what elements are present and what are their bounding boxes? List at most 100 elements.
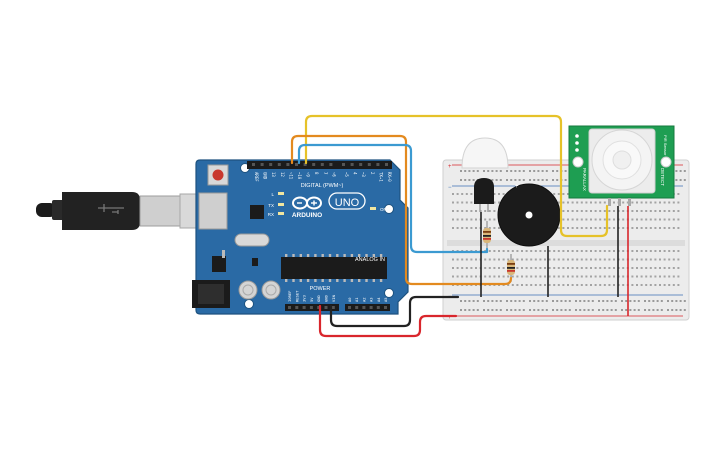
rail-hole[interactable] [460,170,462,172]
terminal-hole[interactable] [663,210,666,212]
terminal-hole[interactable] [672,267,675,269]
terminal-hole[interactable] [470,227,473,229]
rail-hole[interactable] [483,309,485,311]
terminal-hole[interactable] [640,275,643,278]
rail-hole[interactable] [491,309,494,311]
terminal-hole[interactable] [649,218,652,221]
terminal-hole[interactable] [484,227,487,229]
terminal-hole[interactable] [677,258,680,261]
terminal-hole[interactable] [571,227,574,229]
rail-hole[interactable] [483,170,485,172]
terminal-hole[interactable] [668,201,671,204]
rail-hole[interactable] [552,170,554,172]
analog-pin-hole[interactable] [376,306,380,309]
rail-hole[interactable] [510,170,513,172]
terminal-hole[interactable] [631,258,634,261]
terminal-hole[interactable] [640,210,643,212]
terminal-hole[interactable] [594,267,597,269]
terminal-hole[interactable] [580,210,583,212]
rail-hole[interactable] [579,309,582,311]
rail-hole[interactable] [545,309,548,311]
terminal-hole[interactable] [493,210,496,212]
terminal-hole[interactable] [608,267,611,269]
terminal-hole[interactable] [677,210,680,212]
terminal-hole[interactable] [649,258,652,261]
terminal-hole[interactable] [603,201,606,204]
terminal-hole[interactable] [672,210,675,212]
terminal-hole[interactable] [484,210,487,212]
terminal-hole[interactable] [525,284,528,286]
rail-hole[interactable] [499,309,502,311]
rail-hole[interactable] [610,309,613,311]
rail-hole[interactable] [537,300,540,302]
terminal-hole[interactable] [631,267,634,269]
rail-hole[interactable] [522,170,525,172]
terminal-hole[interactable] [562,258,565,261]
terminal-hole[interactable] [488,210,491,212]
terminal-hole[interactable] [590,201,592,204]
terminal-hole[interactable] [631,275,634,278]
terminal-hole[interactable] [553,275,556,278]
terminal-hole[interactable] [580,284,583,286]
rail-hole[interactable] [568,300,571,302]
terminal-hole[interactable] [608,227,611,229]
terminal-hole[interactable] [640,267,643,269]
terminal-hole[interactable] [493,193,496,195]
digital-pin-hole[interactable] [367,163,371,166]
terminal-hole[interactable] [567,284,569,286]
terminal-hole[interactable] [557,193,560,195]
terminal-hole[interactable] [622,250,625,252]
rail-hole[interactable] [518,300,521,302]
terminal-hole[interactable] [622,258,625,261]
terminal-hole[interactable] [465,210,468,212]
terminal-hole[interactable] [645,210,648,212]
terminal-hole[interactable] [530,275,533,278]
rail-hole[interactable] [506,309,508,311]
terminal-hole[interactable] [608,218,611,221]
rail-hole[interactable] [514,179,517,181]
terminal-hole[interactable] [461,267,464,269]
rail-hole[interactable] [675,300,678,302]
terminal-hole[interactable] [613,250,615,252]
terminal-hole[interactable] [498,258,500,261]
terminal-hole[interactable] [594,258,597,261]
terminal-hole[interactable] [493,218,496,221]
terminal-hole[interactable] [599,210,602,212]
terminal-hole[interactable] [567,227,569,229]
rail-hole[interactable] [614,300,617,302]
rail-hole[interactable] [587,300,590,302]
terminal-hole[interactable] [456,227,459,229]
terminal-hole[interactable] [645,258,648,261]
terminal-hole[interactable] [663,258,666,261]
terminal-hole[interactable] [663,227,666,229]
digital-pin-hole[interactable] [252,163,255,166]
terminal-hole[interactable] [534,267,537,269]
rail-hole[interactable] [518,309,521,311]
terminal-hole[interactable] [576,250,579,252]
terminal-hole[interactable] [580,275,583,278]
rail-hole[interactable] [656,309,659,311]
digital-pin-hole[interactable] [286,163,290,166]
rail-hole[interactable] [491,170,494,172]
digital-pin-hole[interactable] [385,163,388,166]
terminal-hole[interactable] [677,250,680,252]
terminal-hole[interactable] [498,275,500,278]
terminal-hole[interactable] [626,201,629,204]
rail-hole[interactable] [683,300,686,302]
terminal-hole[interactable] [539,275,542,278]
rail-hole[interactable] [495,300,498,302]
terminal-hole[interactable] [525,258,528,261]
terminal-hole[interactable] [530,267,533,269]
terminal-hole[interactable] [470,210,473,212]
terminal-hole[interactable] [668,210,671,212]
rail-hole[interactable] [621,309,623,311]
terminal-hole[interactable] [608,284,611,286]
analog-pin-hole[interactable] [348,306,351,309]
rail-hole[interactable] [644,300,646,302]
terminal-hole[interactable] [516,258,519,261]
rail-hole[interactable] [514,170,517,172]
terminal-hole[interactable] [613,284,615,286]
wire-orange[interactable] [290,134,513,286]
terminal-hole[interactable] [553,193,556,195]
terminal-hole[interactable] [576,218,579,221]
